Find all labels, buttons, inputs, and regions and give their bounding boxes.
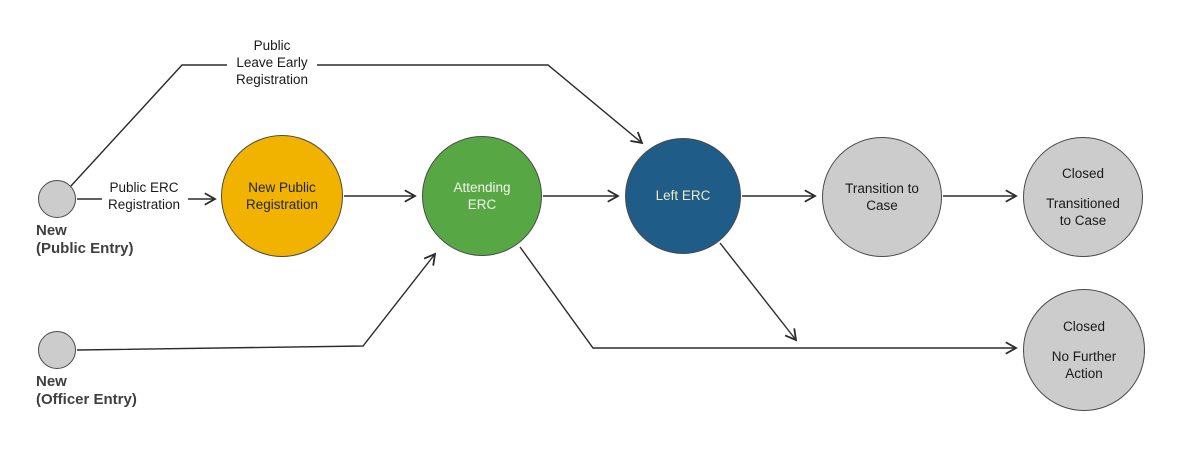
node-label-line: to Case — [1059, 213, 1107, 229]
node-new-public-registration[interactable]: New Public Registration — [221, 135, 343, 257]
node-label-line: Registration — [245, 197, 319, 212]
node-label-line: Case — [866, 198, 898, 213]
edge-public-entry-to-left-erc-segment-1 — [69, 64, 227, 188]
caption-line: New — [36, 222, 67, 239]
node-closed-no-further-action[interactable]: Closed No Further Action — [1023, 289, 1145, 411]
edge-label-line: Registration — [107, 196, 181, 212]
edge-label-line: Public — [253, 38, 291, 53]
node-label-line: Transition to — [845, 180, 919, 196]
node-label-line: Closed — [1062, 318, 1106, 334]
node-label-line: Action — [1065, 366, 1103, 382]
node-new-public-entry-caption: New (Public Entry) — [36, 222, 134, 259]
node-transition-to-case[interactable]: Transition to Case — [822, 137, 942, 257]
node-label-line: New Public — [248, 179, 316, 195]
node-new-officer-entry-caption: New (Officer Entry) — [36, 373, 137, 410]
node-closed-transitioned-to-case[interactable]: Closed Transitioned to Case — [1023, 137, 1143, 257]
node-label-line: Attending — [453, 179, 511, 195]
node-attending-erc[interactable]: Attending ERC — [422, 136, 542, 256]
node-new-public-entry[interactable] — [38, 180, 76, 218]
node-new-officer-entry[interactable] — [38, 331, 76, 369]
edge-label-line: Registration — [235, 71, 309, 87]
node-label-line: Closed — [1061, 165, 1105, 181]
edge-officer-entry-to-attending-erc — [76, 252, 437, 351]
node-label-line: No Further — [1051, 348, 1117, 364]
caption-line: (Public Entry) — [36, 240, 134, 258]
edge-label-line: Public ERC — [109, 180, 179, 195]
node-left-erc[interactable]: Left ERC — [625, 138, 741, 254]
node-label-line: ERC — [467, 197, 497, 212]
edge-left-erc-to-closed-no-further — [719, 242, 798, 342]
caption-line: New — [36, 373, 67, 390]
edge-label-public-erc-registration: Public ERC Registration — [108, 180, 180, 214]
edge-attending-erc-to-closed-no-further — [519, 246, 1018, 355]
edge-public-entry-to-left-erc-segment-2 — [317, 64, 644, 145]
node-label-line: Transitioned — [1046, 195, 1120, 211]
caption-line: (Officer Entry) — [36, 391, 137, 409]
edge-label-line: Leave Early — [236, 54, 308, 70]
node-label-line: Left ERC — [655, 188, 711, 204]
edge-label-public-leave-early-registration: Public Leave Early Registration — [236, 38, 308, 89]
